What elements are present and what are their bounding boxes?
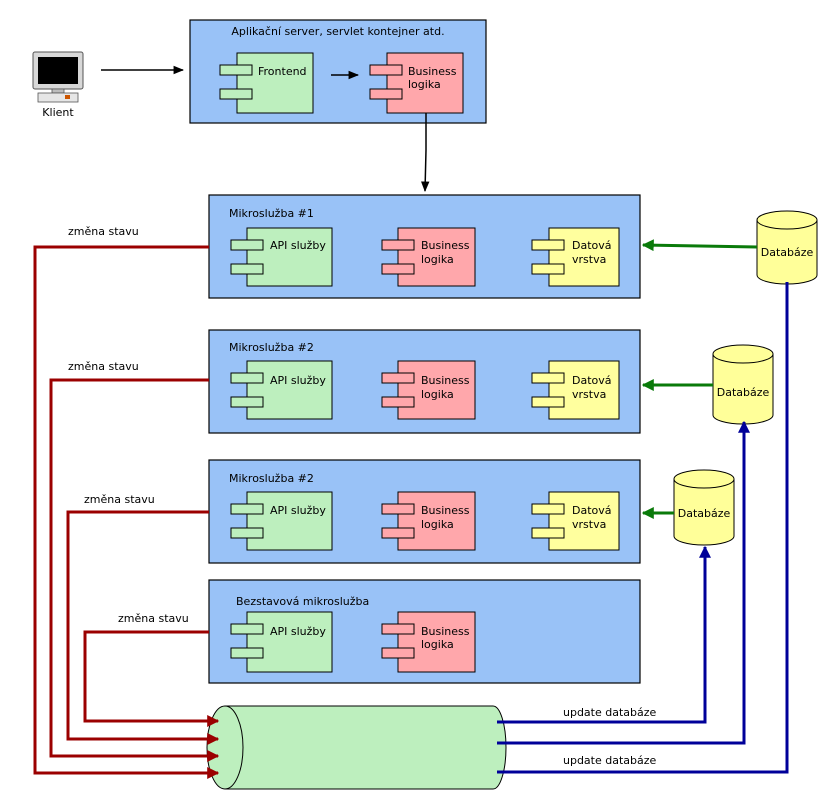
stateless-api-label: API služby: [270, 625, 326, 638]
state-change-label-4: změna stavu: [118, 612, 189, 625]
database-1-icon: Databáze: [756, 210, 818, 285]
microservice-1-data-label-line1: Datová: [572, 239, 612, 252]
db-update-arrow-3: [497, 545, 711, 724]
state-change-label-2: změna stavu: [68, 360, 139, 373]
stateless-microservice-title: Bezstavová mikroslužba: [236, 595, 369, 608]
microservice-1-api-label: API služby: [270, 239, 326, 252]
database-2-icon: Databáze: [712, 344, 774, 425]
microservice-2b-data-label-line1: Datová: [572, 504, 612, 517]
stateless-business-label-line1: Business: [421, 625, 470, 638]
microservice-2a-business-component: Business logika: [381, 360, 476, 420]
message-bus-cylinder: [206, 705, 507, 790]
state-change-arrow-2: [49, 378, 220, 762]
microservice-2a-data-label-line1: Datová: [572, 374, 612, 387]
microservice-2b-api-component: API služby: [230, 491, 333, 551]
business-to-microservice-arrow: [421, 113, 430, 193]
db-update-arrow-2: [497, 420, 750, 745]
state-change-label-1: změna stavu: [68, 225, 139, 238]
database-2-label: Databáze: [717, 386, 770, 399]
microservice-1-data-label-line2: vrstva: [572, 253, 606, 266]
db-update-label-1: update databáze: [563, 706, 657, 719]
state-change-arrow-4: [83, 630, 220, 727]
microservice-2a-api-label: API služby: [270, 374, 326, 387]
app-server-title: Aplikační server, servlet kontejner atd.: [231, 25, 444, 38]
database-1-to-service-arrow: [641, 239, 758, 252]
microservice-1-business-component: Business logika: [381, 227, 476, 287]
microservice-2b-business-component: Business logika: [381, 491, 476, 551]
server-business-component: Business logika: [369, 52, 464, 114]
stateless-business-component: Business logika: [381, 611, 476, 673]
stateless-api-component: API služby: [230, 611, 333, 673]
state-change-label-3: změna stavu: [84, 493, 155, 506]
microservice-2a-api-component: API služby: [230, 360, 333, 420]
microservice-2b-data-component: Datová vrstva: [531, 491, 620, 551]
app-server-panel: Aplikační server, servlet kontejner atd.…: [189, 19, 487, 124]
database-3-icon: Databáze: [673, 469, 735, 546]
server-business-label-line1: Business: [408, 65, 457, 78]
state-change-arrow-3: [66, 510, 220, 745]
database-3-label: Databáze: [678, 507, 731, 520]
microservice-2b-business-label-line2: logika: [421, 518, 454, 531]
microservice-2b-title: Mikroslužba #2: [229, 472, 314, 485]
client-label: Klient: [42, 106, 74, 119]
db-update-arrow-1: [497, 282, 789, 774]
microservice-1-business-label-line2: logika: [421, 253, 454, 266]
microservice-2a-data-label-line2: vrstva: [572, 388, 606, 401]
microservice-2a-title: Mikroslužba #2: [229, 341, 314, 354]
microservice-1-data-component: Datová vrstva: [531, 227, 620, 287]
microservice-2b-data-label-line2: vrstva: [572, 518, 606, 531]
client-computer-icon: [32, 51, 84, 103]
microservice-2a-business-label-line2: logika: [421, 388, 454, 401]
microservice-1-title: Mikroslužba #1: [229, 207, 314, 220]
frontend-component: Frontend: [219, 52, 314, 114]
microservice-1-api-component: API služby: [230, 227, 333, 287]
microservice-2b-business-label-line1: Business: [421, 504, 470, 517]
database-1-label: Databáze: [761, 246, 814, 259]
server-business-label-line2: logika: [408, 78, 441, 91]
microservice-2b-panel: Mikroslužba #2 API služby Business logik…: [208, 459, 641, 564]
stateless-microservice-panel: Bezstavová mikroslužba API služby Busine…: [208, 579, 641, 684]
stateless-business-label-line2: logika: [421, 638, 454, 651]
microservice-2a-panel: Mikroslužba #2 API služby Business logik…: [208, 329, 641, 434]
state-change-arrow-1: [33, 245, 220, 779]
microservice-1-business-label-line1: Business: [421, 239, 470, 252]
db-update-label-2: update databáze: [563, 754, 657, 767]
microservice-2a-business-label-line1: Business: [421, 374, 470, 387]
microservice-1-panel: Mikroslužba #1 API služby Business logik…: [208, 194, 641, 299]
microservice-2b-api-label: API služby: [270, 504, 326, 517]
microservice-2a-data-component: Datová vrstva: [531, 360, 620, 420]
frontend-label: Frontend: [258, 65, 307, 78]
